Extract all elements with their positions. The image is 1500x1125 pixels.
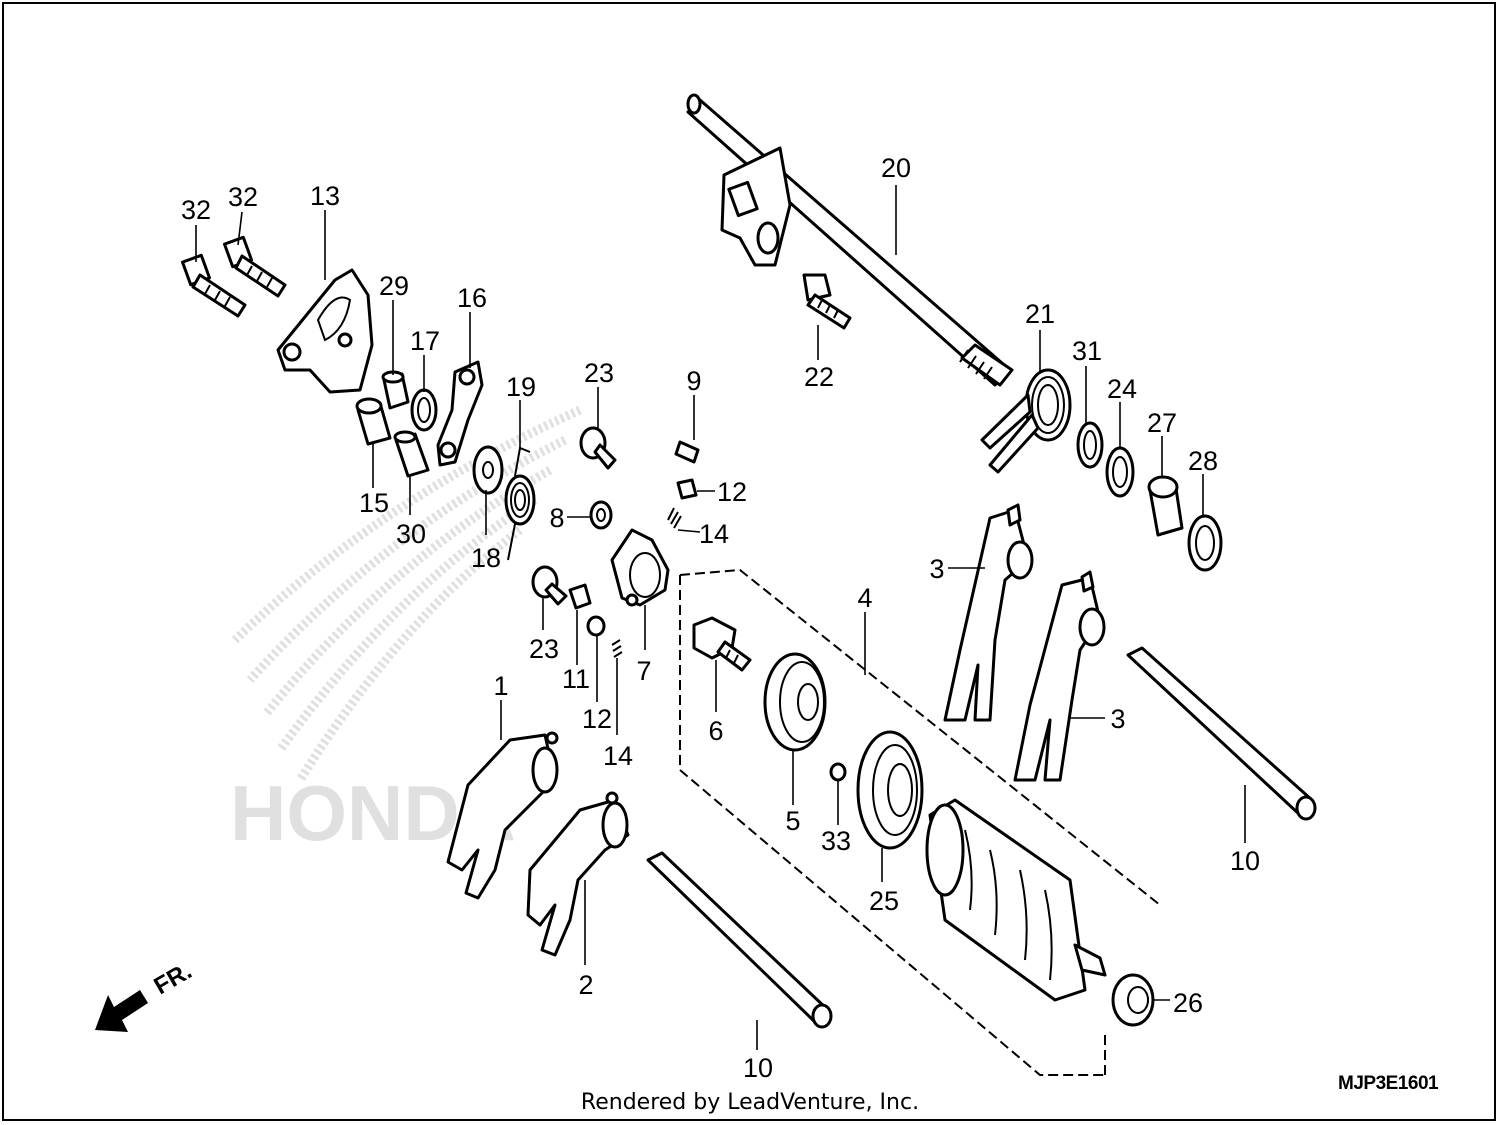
callout-23: 23 (529, 634, 559, 664)
part-7-drum-center (610, 528, 670, 607)
part-12-roller-lower (586, 615, 606, 637)
callout-25: 25 (869, 886, 899, 916)
callout-13: 13 (310, 181, 340, 211)
part-14-spring-upper (667, 507, 682, 529)
callout-8: 8 (549, 503, 564, 533)
part-18-washer (472, 445, 504, 495)
callout-11: 11 (562, 664, 590, 694)
front-arrow-label: FR. (150, 957, 197, 1000)
part-3-shift-fork-lower (1013, 570, 1106, 782)
callout-22: 22 (804, 362, 834, 392)
callout-5: 5 (785, 806, 800, 836)
part-8-washer (589, 500, 613, 530)
part-16-stopper-arm (436, 360, 484, 467)
part-21-return-spring (980, 368, 1072, 474)
callout-3: 3 (1110, 704, 1125, 734)
callout-14: 14 (603, 741, 633, 771)
callout-19: 19 (506, 372, 536, 402)
part-10-fork-shaft-left (646, 851, 833, 1029)
callout-14: 14 (699, 519, 729, 549)
part-14-spring-lower (611, 639, 623, 658)
callout-17: 17 (410, 326, 440, 356)
part-1-shift-fork (446, 731, 559, 900)
part-3-shift-fork-upper (943, 503, 1034, 722)
part-6-bolt (692, 616, 752, 672)
callout-10: 10 (743, 1053, 773, 1083)
callout-9: 9 (686, 366, 701, 396)
part-4-shift-drum (925, 798, 1107, 1002)
part-28-oil-seal (1187, 514, 1223, 572)
part-10-fork-shaft-right (1126, 646, 1317, 821)
leader-lines (195, 185, 1246, 1050)
part-13-plate (276, 268, 374, 394)
callout-15: 15 (359, 488, 389, 518)
callout-21: 21 (1025, 299, 1055, 329)
callout-28: 28 (1188, 446, 1218, 476)
part-17-washer (410, 388, 438, 432)
part-2-shift-fork (526, 791, 630, 957)
part-29-pin (381, 370, 410, 410)
part-32-bolt-a (180, 253, 247, 318)
part-15-collar (355, 397, 392, 446)
callout-10: 10 (1230, 846, 1260, 876)
part-23-bolt-upper (579, 426, 617, 470)
part-5-drum-plate (763, 652, 827, 752)
callout-12: 12 (717, 477, 747, 507)
part-27-collar (1147, 475, 1184, 537)
callout-1: 1 (493, 671, 508, 701)
part-30-pin (393, 430, 430, 478)
callout-27: 27 (1147, 408, 1177, 438)
callout-3: 3 (929, 554, 944, 584)
callout-6: 6 (708, 716, 723, 746)
part-11-pin (568, 583, 592, 610)
callout-33: 33 (821, 826, 851, 856)
callout-12: 12 (582, 704, 612, 734)
callout-20: 20 (881, 153, 911, 183)
callout-24: 24 (1107, 374, 1137, 404)
part-33-dowel (829, 762, 847, 782)
part-19-spring (504, 446, 536, 561)
callout-32: 32 (228, 182, 258, 212)
credit-text: Rendered by LeadVenture, Inc. (580, 1090, 920, 1115)
part-20-shift-spindle (686, 93, 1014, 387)
part-32-bolt-b (222, 235, 287, 298)
callout-labels: 32 32 13 29 17 16 19 15 30 18 23 8 23 11… (181, 153, 1260, 1083)
part-31-circlip (1076, 421, 1104, 469)
callout-2: 2 (578, 970, 593, 1000)
callout-4: 4 (857, 583, 872, 613)
callout-7: 7 (636, 656, 651, 686)
part-9-pin (674, 440, 700, 464)
part-26-bearing (1111, 973, 1155, 1027)
callout-31: 31 (1072, 336, 1102, 366)
part-24-washer (1105, 446, 1135, 498)
callout-26: 26 (1173, 988, 1203, 1018)
part-22-bolt (802, 273, 852, 330)
callout-16: 16 (457, 283, 487, 313)
callout-18: 18 (471, 543, 501, 573)
callout-32: 32 (181, 195, 211, 225)
callout-30: 30 (396, 519, 426, 549)
part-12-roller-upper (676, 478, 698, 500)
callout-23: 23 (584, 358, 614, 388)
drum-assembly-outline (679, 568, 1161, 1076)
diagram-code: MJP3E1601 (1338, 1073, 1439, 1094)
part-23-bolt-lower (531, 565, 568, 606)
front-arrow-icon (95, 990, 148, 1032)
front-direction-indicator: FR. (95, 957, 196, 1032)
callout-29: 29 (379, 271, 409, 301)
part-25-bearing (856, 730, 924, 850)
